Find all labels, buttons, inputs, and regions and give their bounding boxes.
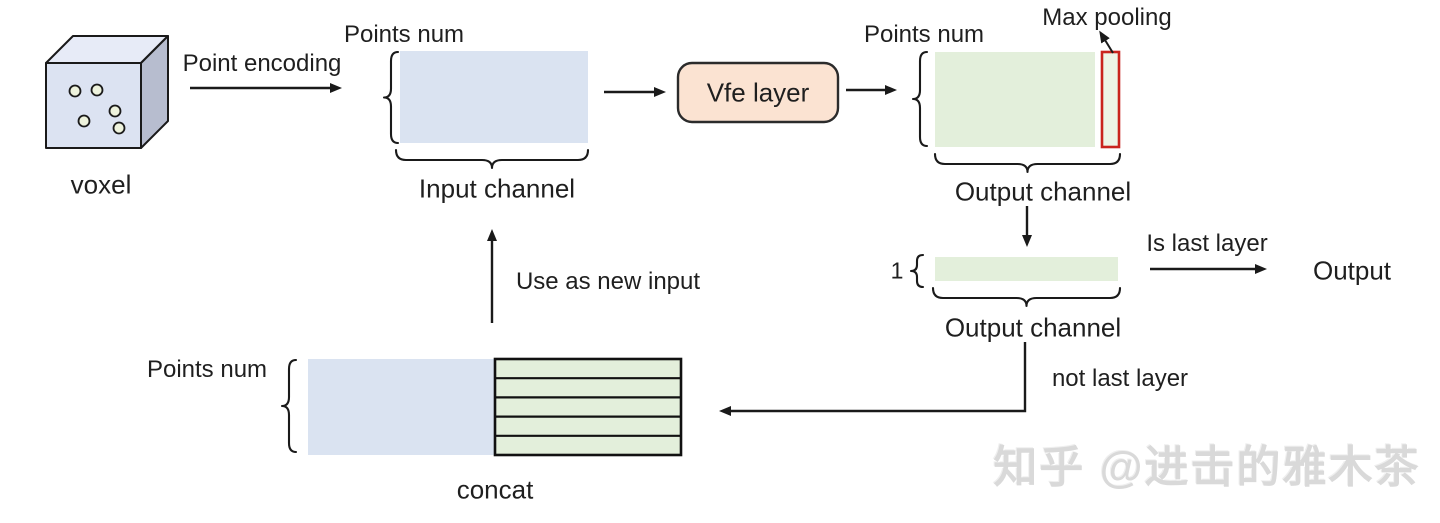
is-last-layer-label: Is last layer — [1146, 229, 1268, 257]
zhihu-watermark: 知乎 @进击的雅木茶 — [993, 443, 1421, 492]
output-channel-label: Output channel — [954, 176, 1132, 207]
input-channel-label: Input channel — [418, 173, 576, 204]
pooled-rows-brace — [909, 253, 925, 289]
input-matrix-rect — [400, 51, 588, 143]
max-pooling-column-rect — [1100, 50, 1121, 149]
input-rows-brace — [382, 50, 400, 145]
concat-row-dividers — [495, 377, 681, 437]
pooled-row-rect — [935, 257, 1118, 281]
not-last-layer-arrow — [719, 342, 1027, 416]
voxel-label: voxel — [70, 169, 132, 200]
output-label: Output — [1312, 255, 1392, 286]
concat-points-num-label: Points num — [146, 355, 268, 383]
point-dot — [68, 84, 82, 98]
max-pooling-label: Max pooling — [1042, 3, 1172, 31]
pooled-output-channel-label: Output channel — [944, 312, 1122, 343]
output-cols-brace — [933, 152, 1122, 174]
output-matrix-rect — [935, 52, 1095, 147]
vfe-layer-box — [676, 61, 840, 124]
voxel-points — [68, 83, 126, 135]
input-points-num-label: Points num — [343, 20, 465, 48]
point-encoding-label: Point encoding — [182, 49, 342, 77]
point-dot — [108, 104, 122, 118]
output-points-num-label: Points num — [863, 20, 985, 48]
cube-front-face — [45, 62, 142, 149]
point-dot — [90, 83, 104, 97]
voxel-cube-icon — [45, 35, 169, 149]
output-rows-brace — [911, 50, 929, 148]
arrows — [190, 30, 1267, 416]
max-pooling-pointer-arrow — [1099, 30, 1114, 54]
pooled-rows-count-label: 1 — [890, 257, 904, 284]
concat-green-part-rect — [493, 357, 683, 457]
concat-blue-part-rect — [308, 359, 495, 455]
not-last-layer-label: not last layer — [1051, 364, 1189, 392]
concat-label: concat — [456, 474, 534, 505]
braces — [280, 50, 1122, 454]
point-dot — [77, 114, 91, 128]
input-cols-brace — [394, 148, 590, 170]
point-dot — [112, 121, 126, 135]
concat-rows-brace — [280, 358, 298, 454]
vfe-layer-label: Vfe layer — [706, 77, 810, 108]
use-as-new-input-label: Use as new input — [515, 267, 701, 295]
pooled-cols-brace — [931, 286, 1122, 308]
